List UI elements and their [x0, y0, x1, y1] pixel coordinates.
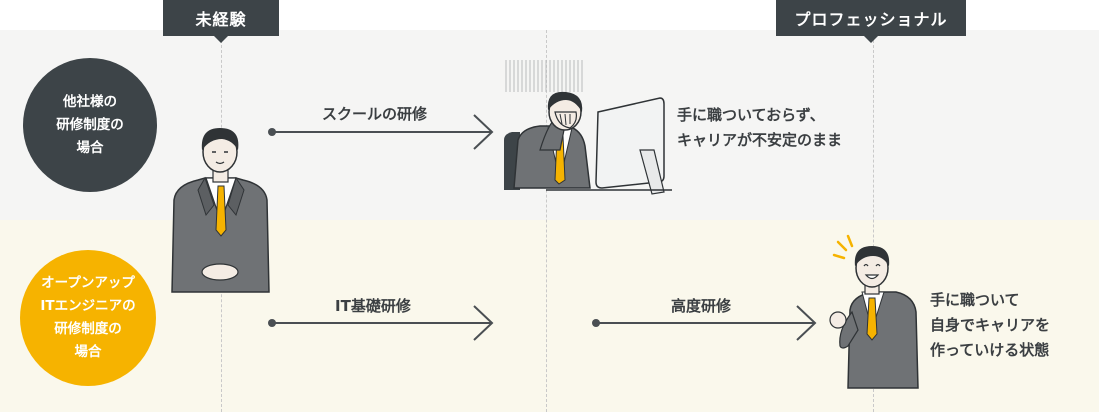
- beginner-person-illustration: [171, 128, 270, 293]
- arrow-advanced-training: [592, 305, 817, 341]
- stage-tag-professional-label: プロフェッショナル: [794, 10, 948, 29]
- openup-line-2: ITエンジニアの: [40, 298, 136, 314]
- it-basic-training-label: IT基礎研修: [335, 297, 411, 315]
- openup-outcome-line-1: 手に職ついて: [930, 291, 1020, 309]
- openup-line-4: 場合: [74, 344, 102, 360]
- stressed-person-illustration: [504, 60, 672, 195]
- stage-tag-beginner: 未経験: [163, 0, 279, 43]
- openup-outcome-line-2: 自身でキャリアを: [930, 316, 1051, 334]
- stage-tag-professional: プロフェッショナル: [776, 0, 966, 43]
- other-company-line-2: 研修制度の: [56, 116, 124, 133]
- openup-line-1: オープンアップ: [41, 275, 135, 291]
- other-company-outcome: 手に職ついておらず、 キャリアが不安定のまま: [677, 103, 842, 153]
- arrow-school-training: [268, 114, 494, 150]
- openup-outcome-line-3: 作っていける状態: [930, 341, 1050, 359]
- school-training-label: スクールの研修: [322, 105, 428, 123]
- openup-circle: オープンアップ ITエンジニアの 研修制度の 場合: [20, 250, 156, 386]
- middle-guide-line: [546, 30, 547, 412]
- professional-person-illustration: [829, 234, 919, 389]
- openup-line-3: 研修制度の: [54, 321, 122, 337]
- end-guide-line: [873, 30, 874, 412]
- other-company-outcome-line-1: 手に職ついておらず、: [677, 106, 825, 124]
- other-company-circle: 他社様の 研修制度の 場合: [23, 58, 157, 192]
- openup-outcome: 手に職ついて 自身でキャリアを 作っていける状態: [930, 288, 1050, 363]
- stage-tag-beginner-label: 未経験: [195, 10, 247, 29]
- advanced-training-label: 高度研修: [671, 297, 732, 315]
- arrow-it-basic-training: [268, 305, 494, 341]
- other-company-line-3: 場合: [76, 139, 104, 156]
- other-company-outcome-line-2: キャリアが不安定のまま: [677, 131, 843, 149]
- other-company-line-1: 他社様の: [63, 93, 117, 110]
